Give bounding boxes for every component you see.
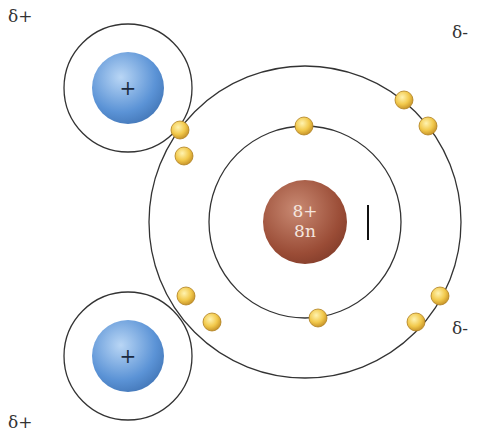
partial-charge-label: δ+ — [8, 412, 32, 432]
nucleus-label: + — [120, 344, 137, 368]
nucleus-label: + — [120, 76, 137, 100]
oxygen-inner-shell — [209, 126, 401, 318]
hydrogen-shell — [64, 292, 192, 420]
partial-charge-label: δ- — [452, 22, 468, 42]
oxygen-nucleus: 8+ 8n — [263, 180, 347, 264]
hydrogen-nucleus: + — [92, 52, 164, 124]
partial-charge-label: δ- — [452, 318, 468, 338]
hydrogen-nucleus: + — [92, 320, 164, 392]
partial-charge-label: δ+ — [8, 6, 32, 26]
hydrogen-shell — [64, 24, 192, 152]
nucleus-label: 8+ 8n — [286, 202, 323, 241]
electrons — [171, 91, 449, 331]
oxygen-outer-shell — [149, 66, 461, 378]
mark-line — [367, 205, 369, 240]
